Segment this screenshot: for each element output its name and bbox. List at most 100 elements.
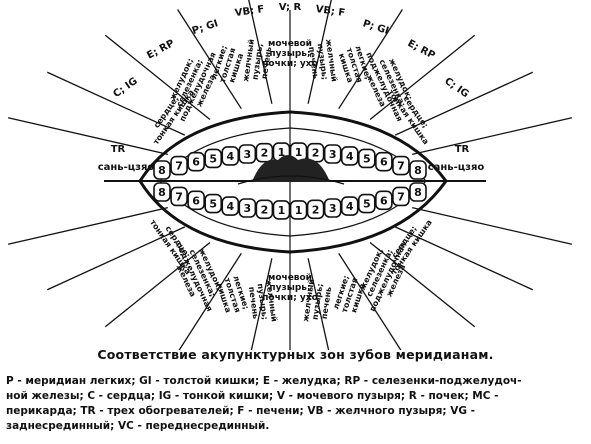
tooth: 2 bbox=[306, 199, 325, 220]
tooth: 1 bbox=[289, 200, 308, 220]
tooth-shape bbox=[340, 196, 359, 216]
tooth: 7 bbox=[392, 155, 410, 176]
organ-label-line: печень bbox=[320, 286, 333, 319]
tooth-number: 1 bbox=[278, 204, 286, 217]
radial-divider-line bbox=[394, 226, 533, 291]
organ-label-center-line: почки; ухо bbox=[262, 293, 318, 303]
tooth-number: 7 bbox=[397, 190, 405, 203]
tooth-number: 4 bbox=[226, 200, 234, 213]
tooth-number: 8 bbox=[414, 164, 422, 177]
tooth: 2 bbox=[255, 142, 274, 163]
tooth-shape bbox=[289, 200, 308, 220]
organ-label-center-line: пузырь; bbox=[269, 49, 310, 59]
organ-label-line: печень bbox=[247, 286, 260, 319]
tooth: 6 bbox=[187, 190, 205, 211]
tongue-line bbox=[237, 175, 345, 185]
tooth: 8 bbox=[153, 160, 171, 180]
tooth-number: 5 bbox=[363, 152, 371, 165]
tooth-shape bbox=[153, 182, 171, 202]
meridian-legend: P - меридиан легких; GI - толстой кишки;… bbox=[6, 374, 586, 434]
tooth-shape bbox=[323, 144, 342, 164]
tooth: 4 bbox=[221, 146, 240, 166]
tooth-number: 3 bbox=[329, 148, 337, 161]
tooth-shape bbox=[187, 151, 205, 172]
tooth-number: 5 bbox=[209, 198, 217, 211]
meridian-code-top: VB; F bbox=[315, 4, 346, 19]
tooth: 4 bbox=[221, 196, 240, 216]
radial-divider-line bbox=[250, 258, 273, 350]
tooth: 8 bbox=[409, 160, 427, 180]
tooth-shape bbox=[221, 196, 240, 216]
organ-label-line: печень bbox=[307, 46, 320, 79]
radial-divider-line bbox=[177, 9, 242, 110]
radial-divider-line bbox=[178, 252, 242, 350]
tooth-shape bbox=[357, 193, 376, 214]
tooth-number: 1 bbox=[295, 204, 303, 217]
tooth-number: 2 bbox=[312, 203, 320, 216]
tooth-number: 8 bbox=[158, 186, 166, 199]
tooth: 8 bbox=[153, 182, 171, 202]
tooth: 3 bbox=[238, 198, 257, 218]
tooth: 1 bbox=[272, 200, 291, 220]
radial-divider-line bbox=[394, 71, 533, 136]
radial-divider-line bbox=[104, 241, 211, 328]
tooth-number: 7 bbox=[175, 160, 183, 173]
tooth: 6 bbox=[375, 151, 393, 172]
meridian-code-outer: C; IG bbox=[111, 76, 139, 100]
tooth-shape bbox=[187, 190, 205, 211]
tooth: 6 bbox=[375, 190, 393, 211]
radial-divider-line bbox=[338, 9, 403, 110]
organ-label-center-line: почки; ухо bbox=[262, 59, 318, 69]
radial-divider-line bbox=[47, 71, 186, 136]
legend-line: P - меридиан легких; GI - толстой кишки;… bbox=[6, 375, 522, 387]
organ-label-center-line: мочевой bbox=[268, 273, 312, 283]
tooth-number: 6 bbox=[380, 194, 388, 207]
tooth: 5 bbox=[204, 193, 222, 214]
tongue-shape bbox=[252, 155, 330, 182]
tooth-number: 3 bbox=[329, 202, 337, 215]
tooth: 5 bbox=[357, 148, 376, 169]
tooth-number: 5 bbox=[209, 152, 217, 165]
meridian-code-top: V; R bbox=[279, 2, 302, 13]
organ-label-line: печень bbox=[260, 46, 273, 79]
tooth-number: 2 bbox=[261, 147, 269, 160]
tooth-shape bbox=[323, 198, 342, 218]
tooth-shape bbox=[204, 193, 222, 214]
meridian-code-outer: E; RP bbox=[406, 38, 437, 61]
radial-divider-line bbox=[338, 252, 402, 350]
tooth-number: 7 bbox=[175, 190, 183, 203]
tooth-shape bbox=[221, 146, 240, 166]
tooth-shape bbox=[375, 190, 393, 211]
tooth-shape bbox=[170, 155, 188, 176]
tooth-number: 1 bbox=[295, 146, 303, 159]
tooth-shape bbox=[409, 160, 427, 180]
tooth-shape bbox=[306, 199, 325, 220]
tooth-number: 6 bbox=[192, 156, 200, 169]
meridian-code-top: VB; F bbox=[234, 4, 265, 19]
radial-divider-line bbox=[412, 117, 573, 155]
tooth-shape bbox=[255, 199, 274, 220]
tooth-number: 2 bbox=[261, 203, 269, 216]
tooth-number: 3 bbox=[244, 202, 252, 215]
radial-divider-line bbox=[412, 207, 573, 245]
radial-divider-line bbox=[307, 258, 330, 350]
tooth: 3 bbox=[238, 144, 257, 164]
radial-divider-line bbox=[104, 34, 211, 121]
tooth-shape bbox=[340, 146, 359, 166]
tooth: 7 bbox=[392, 186, 410, 207]
radial-divider-line bbox=[369, 241, 476, 328]
meridian-code-outer: C; IG bbox=[442, 76, 470, 100]
tooth: 3 bbox=[323, 144, 342, 164]
radial-divider-line bbox=[47, 226, 186, 291]
tooth-number: 4 bbox=[346, 150, 354, 163]
tooth-number: 8 bbox=[414, 186, 422, 199]
tooth-number: 7 bbox=[397, 160, 405, 173]
meridian-code-side: TR bbox=[111, 144, 126, 155]
legend-line: заднесрединный; VC - переднесрединный. bbox=[6, 420, 270, 432]
